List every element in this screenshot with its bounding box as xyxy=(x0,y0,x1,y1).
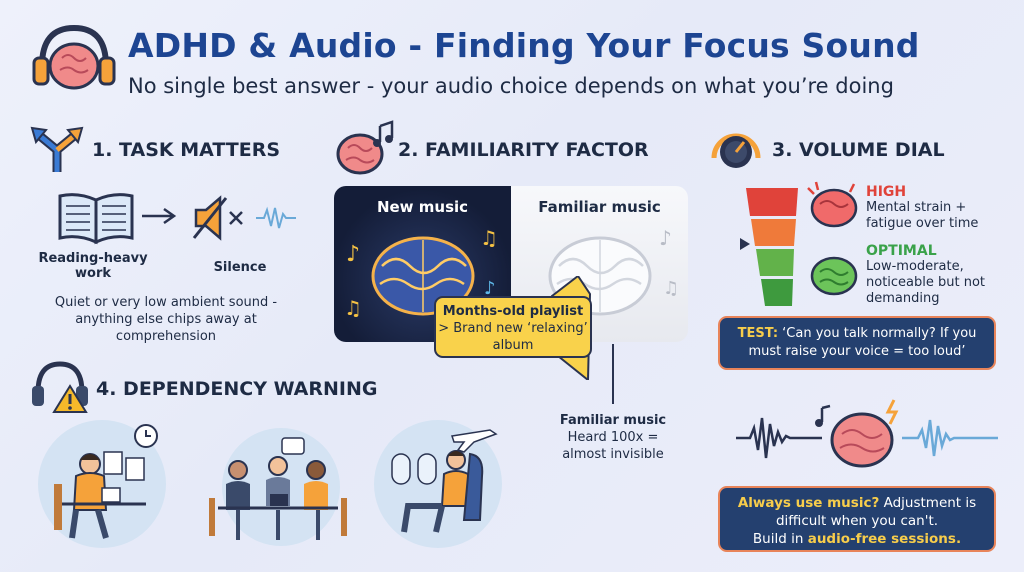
always-rest: Adjustment is difficult when you can't. xyxy=(775,495,977,529)
headphones-warning-icon xyxy=(32,361,88,413)
audio-free-box: Always use music? Adjustment is difficul… xyxy=(718,486,996,552)
optimal-block: OPTIMAL Low-moderate, noticeable but not… xyxy=(866,243,1016,307)
test-box: TEST: ‘Can you talk normally? If you mus… xyxy=(718,316,996,370)
music-note-icon: ♫ xyxy=(480,226,498,250)
page-subtitle: No single best answer - your audio choic… xyxy=(128,74,894,98)
note-line1: Heard 100x = xyxy=(567,430,659,445)
note-title: Familiar music xyxy=(559,413,667,428)
speaker-mute-icon xyxy=(192,195,243,241)
task-heading: 1. TASK MATTERS xyxy=(92,139,281,161)
reading-label: Reading-heavy work xyxy=(38,251,148,281)
volume-dial-icon xyxy=(711,133,761,168)
optimal-description: Low-moderate, noticeable but not demandi… xyxy=(866,259,986,306)
familiarity-heading: 2. FAMILIARITY FACTOR xyxy=(398,139,649,161)
always-bold: Always use music? xyxy=(737,495,880,511)
familiar-music-label: Familiar music xyxy=(538,198,661,216)
arrow-right-icon xyxy=(142,207,177,225)
brain-headphones-icon xyxy=(32,24,116,90)
music-note-icon: ♫ xyxy=(663,278,680,299)
airplane-passenger-illustration xyxy=(391,429,498,533)
task-description: Quiet or very low ambient sound - anythi… xyxy=(54,295,278,344)
high-block: HIGH Mental strain + fatigue over time xyxy=(866,184,1016,232)
optimal-title: OPTIMAL xyxy=(866,243,937,259)
high-title: HIGH xyxy=(866,184,907,200)
stressed-brain-icon xyxy=(807,181,858,228)
brain-music-icon xyxy=(336,120,394,175)
test-bold: TEST: xyxy=(737,326,779,341)
glowing-brain-icon xyxy=(371,236,475,316)
callout-bold: Months-old playlist xyxy=(442,304,584,319)
note-connector-line xyxy=(612,344,614,404)
calm-green-brain-icon xyxy=(810,256,858,296)
note-line2: almost invisible xyxy=(562,447,664,462)
audio-free-bold: audio-free sessions. xyxy=(807,531,962,547)
volume-heading: 3. VOLUME DIAL xyxy=(772,139,945,161)
familiar-note: Familiar music Heard 100x = almost invis… xyxy=(540,412,686,463)
volume-scale xyxy=(740,188,798,306)
music-note-icon: ♫ xyxy=(344,296,362,320)
person-at-desk-illustration xyxy=(54,424,158,539)
open-book-icon xyxy=(58,193,134,245)
brain-soundwave-icon xyxy=(736,399,998,468)
music-note-icon: ♪ xyxy=(484,278,496,299)
playlist-callout: Months-old playlist > Brand new ‘relaxin… xyxy=(434,296,592,358)
music-note-icon: ♪ xyxy=(659,226,672,250)
music-note-icon: ♪ xyxy=(346,242,361,267)
dependency-heading: 4. DEPENDENCY WARNING xyxy=(96,378,378,400)
build-in-text: Build in xyxy=(752,531,808,547)
sound-wave-icon xyxy=(256,206,296,229)
callout-rest: > Brand new ‘relaxing’ album xyxy=(438,321,588,353)
high-description: Mental strain + fatigue over time xyxy=(866,200,979,231)
split-arrows-icon xyxy=(30,126,84,172)
page-title: ADHD & Audio - Finding Your Focus Sound xyxy=(128,26,920,65)
new-music-panel: New music ♪ ♫ ♫ ♪ xyxy=(334,186,511,342)
silence-label: Silence xyxy=(213,260,267,275)
test-rest: ‘Can you talk normally? If you must rais… xyxy=(748,326,977,359)
new-music-label: New music xyxy=(376,198,469,216)
meeting-illustration xyxy=(209,437,347,540)
